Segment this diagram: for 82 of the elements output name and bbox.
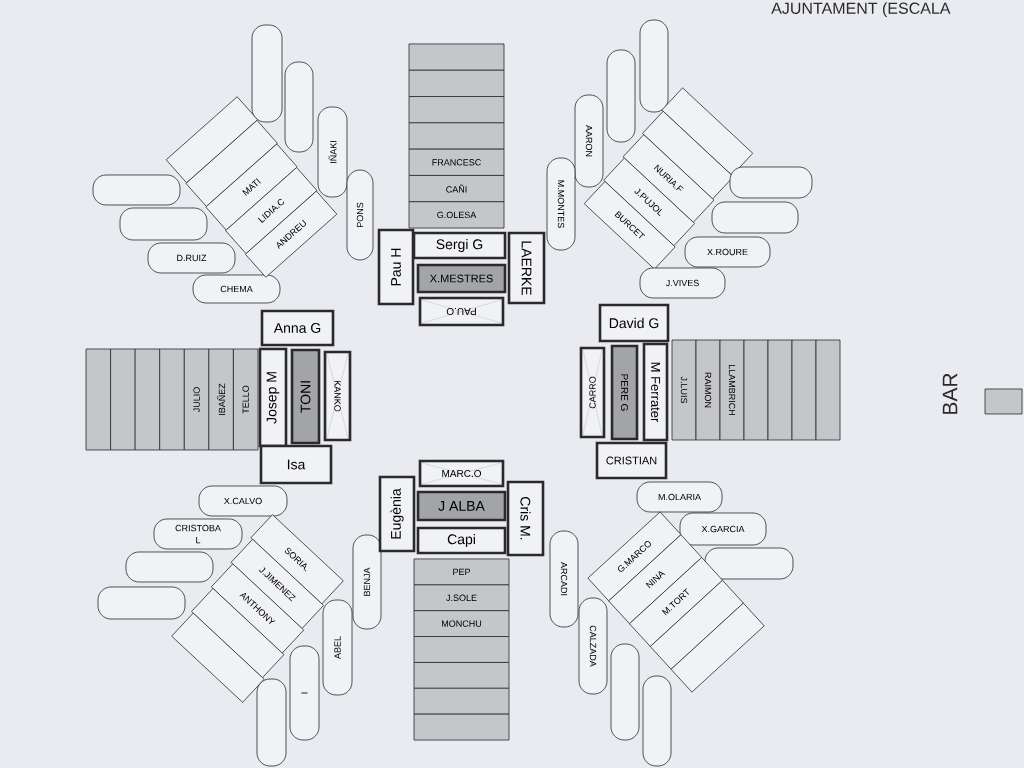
table-seat: CAÑI (408, 175, 505, 203)
seat-pill (606, 49, 636, 143)
name-box: Capi (416, 526, 507, 555)
table-seat: JULIO (183, 348, 210, 451)
seat-pill (251, 24, 283, 123)
seat-pill: J.VIVES (639, 267, 726, 299)
name-box: Josep M (258, 347, 288, 448)
seat-pill (729, 166, 813, 199)
name-box: PERE G (610, 344, 639, 441)
seat-pill (284, 61, 314, 153)
table-seat: RAIMON (695, 339, 721, 441)
seat-pill: M.OLARIA (636, 481, 723, 513)
seat-pill (125, 551, 214, 583)
name-box: David G (598, 303, 670, 343)
table-seat (413, 662, 510, 689)
table-seat (413, 636, 510, 663)
seat-pill: M.MONTES (546, 157, 576, 251)
table-seat: LLAMBRICH (719, 339, 745, 441)
seat-pill (704, 547, 794, 580)
name-box: Cris M. (506, 480, 545, 557)
name-box: M Ferrater (642, 342, 669, 442)
crossed-name-box: PAU.O (418, 296, 505, 327)
seat-pill: D.RUIZ (147, 242, 236, 274)
name-box: Eugènia (378, 475, 416, 553)
seat-pill: X.GARCIA (679, 512, 767, 546)
table-seat (767, 339, 793, 441)
name-box: CRISTIAN (595, 441, 668, 480)
table-seat: IBAÑEZ (208, 348, 234, 451)
seat-pill: IÑAKI (317, 106, 348, 198)
name-box: Isa (259, 444, 333, 485)
table-seat (408, 69, 505, 97)
table-seat (743, 339, 769, 441)
name-box: Anna G (260, 309, 335, 347)
seat-pill: CALZADA (578, 597, 608, 695)
seat-pill: ABEL (322, 599, 353, 696)
bar-label: BAR (942, 373, 958, 414)
seat-pill (642, 675, 672, 767)
crossed-name-box: MARC.O (418, 459, 505, 488)
table-seat (110, 348, 136, 451)
seat-pill: PONS (346, 169, 374, 261)
name-box: X.MESTRES (416, 263, 507, 294)
table-seat: J.LUIS (671, 339, 697, 441)
seat-pill: AARON (574, 94, 604, 188)
seat-pill: I (289, 645, 320, 741)
table-seat: PEP (413, 558, 510, 586)
name-box: Pau H (377, 228, 415, 306)
header-text: AJUNTAMENT (ESCALA (771, 2, 951, 18)
table-seat: FRANCESC (408, 148, 505, 176)
seat-pill (256, 678, 287, 767)
seat-pill: CRISTOBA L (153, 518, 243, 550)
table-seat (134, 348, 161, 451)
seat-pill: BENJA (352, 534, 382, 630)
table-seat: J.SOLE (413, 584, 510, 612)
seat-pill: X.CALVO (198, 485, 288, 517)
table-seat (815, 339, 841, 441)
table-seat: TELLO (233, 348, 259, 451)
table-seat (408, 43, 505, 71)
crossed-name-box: KANKO (323, 350, 352, 442)
table-seat (791, 339, 817, 441)
seat-pill (610, 643, 640, 741)
table-seat (85, 348, 111, 451)
table-seat (984, 388, 1023, 415)
table-seat (408, 122, 505, 150)
table-seat (408, 96, 505, 124)
seat-pill (119, 207, 208, 241)
seat-pill: X.ROURE (684, 236, 771, 268)
crossed-name-box: CARRO (579, 346, 606, 439)
seat-pill (711, 201, 799, 234)
seat-pill: ARCADI (549, 530, 579, 628)
table-seat: MONCHU (413, 610, 510, 637)
seat-pill (639, 19, 669, 113)
name-box: LAERKE (507, 231, 546, 305)
seat-pill (97, 586, 186, 620)
name-box: TONI (290, 348, 321, 445)
seat-pill (92, 174, 181, 206)
table-seat (413, 713, 510, 741)
table-seat (159, 348, 185, 451)
name-box: Sergi G (412, 231, 507, 260)
seat-pill: CHEMA (192, 274, 281, 304)
name-box: J ALBA (416, 490, 507, 522)
table-seat (413, 687, 510, 715)
table-seat: G.OLESA (408, 201, 505, 229)
